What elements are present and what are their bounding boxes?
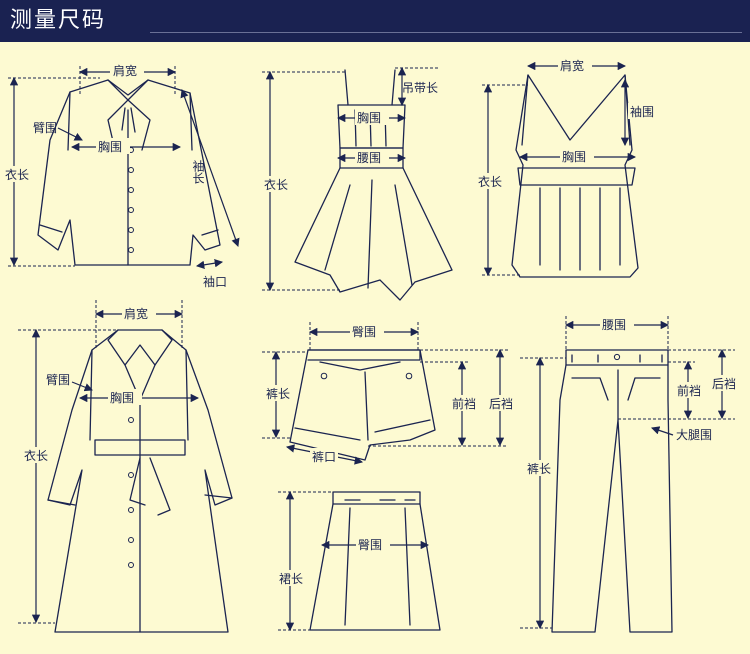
coat-shoulder-label: 肩宽 <box>124 306 148 321</box>
dress-chest-measure: 胸围 <box>336 109 407 125</box>
coat-length-measure: 衣长 <box>18 328 118 624</box>
tank-shoulder-label: 肩宽 <box>560 58 584 73</box>
blouse-sleeve-label: 袖长 <box>191 159 205 184</box>
coat-shoulder-measure: 肩宽 <box>94 300 184 350</box>
shorts-back-rise-measure: 后裆 <box>420 348 515 447</box>
tank-length-measure: 衣长 <box>476 83 528 277</box>
shorts-hip-measure: 臀围 <box>308 322 420 350</box>
skirt-hip-label: 臀围 <box>358 538 382 552</box>
coat-arm-measure: 臂围 <box>46 373 93 392</box>
coat-length-label: 衣长 <box>24 448 48 463</box>
trousers-length-label: 裤长 <box>527 462 551 476</box>
blouse-sleeve-measure: 袖长 <box>180 89 240 247</box>
tank-chest-measure: 胸围 <box>518 148 637 164</box>
skirt-figure <box>309 491 441 631</box>
page-title: 测量尺码 <box>10 8 107 33</box>
trousers-waist-label: 腰围 <box>602 318 626 332</box>
measurement-diagram: 肩宽 胸围 臂围 衣长 袖长 袖口 吊带长 胸围 <box>4 57 740 633</box>
shorts-figure <box>289 349 436 461</box>
skirt-hip-measure: 臀围 <box>320 536 430 552</box>
blouse-length-label: 衣长 <box>5 167 29 182</box>
shorts-hem-label: 裤口 <box>312 450 336 464</box>
trousers-waist-measure: 腰围 <box>564 316 670 350</box>
shorts-front-rise-measure: 前裆 <box>368 360 508 447</box>
coat-arm-label: 臂围 <box>46 373 70 387</box>
trousers-length-measure: 裤长 <box>520 356 566 630</box>
blouse-chest-measure: 胸围 <box>70 138 182 154</box>
trousers-thigh-label: 大腿围 <box>676 428 712 442</box>
shorts-hem-measure: 裤口 <box>285 444 364 465</box>
dress-strap-label: 吊带长 <box>402 81 438 95</box>
tank-armhole-label: 袖围 <box>630 104 654 119</box>
tank-length-label: 衣长 <box>478 174 502 189</box>
blouse-cuff-label: 袖口 <box>203 274 227 289</box>
shorts-front-rise-label: 前裆 <box>452 396 476 411</box>
tank-shoulder-measure: 肩宽 <box>526 57 627 73</box>
shorts-length-measure: 裤长 <box>262 350 308 439</box>
tank-figure <box>511 74 639 278</box>
dress-length-measure: 衣长 <box>258 70 345 292</box>
blouse-arm-measure: 臂围 <box>33 121 83 141</box>
blouse-chest-label: 胸围 <box>98 139 122 154</box>
blouse-cuff-measure: 袖口 <box>195 259 227 289</box>
dress-waist-measure: 腰围 <box>336 149 407 165</box>
dress-length-label: 衣长 <box>264 177 288 192</box>
coat-chest-label: 胸围 <box>110 390 134 405</box>
trousers-front-rise-measure: 前裆 <box>668 360 703 420</box>
coat-figure <box>47 329 233 633</box>
shorts-hip-label: 臀围 <box>352 325 376 339</box>
dress-chest-label: 胸围 <box>357 110 381 125</box>
shorts-back-rise-label: 后裆 <box>489 397 513 411</box>
blouse-shoulder-measure: 肩宽 <box>78 63 177 95</box>
dress-waist-label: 腰围 <box>357 151 381 165</box>
blouse-length-measure: 衣长 <box>4 76 100 267</box>
shorts-length-label: 裤长 <box>266 387 290 401</box>
coat-chest-measure: 胸围 <box>78 389 200 405</box>
trousers-back-rise-label: 后裆 <box>712 377 736 391</box>
skirt-length-label: 裙长 <box>279 572 303 586</box>
header-bar: 测量尺码 <box>0 0 750 42</box>
blouse-shoulder-label: 肩宽 <box>113 63 137 78</box>
dress-strap-measure: 吊带长 <box>395 66 440 107</box>
skirt-length-measure: 裙长 <box>278 490 333 632</box>
trousers-back-rise-measure: 后裆 <box>618 348 740 420</box>
trousers-figure <box>551 349 673 633</box>
dress-figure <box>294 69 453 301</box>
tank-armhole-measure: 袖围 <box>620 78 658 147</box>
header-divider <box>150 32 742 33</box>
trousers-thigh-measure: 大腿围 <box>651 426 712 442</box>
blouse-arm-label: 臂围 <box>33 121 57 135</box>
trousers-front-rise-label: 前裆 <box>677 383 701 398</box>
tank-chest-label: 胸围 <box>562 149 586 164</box>
